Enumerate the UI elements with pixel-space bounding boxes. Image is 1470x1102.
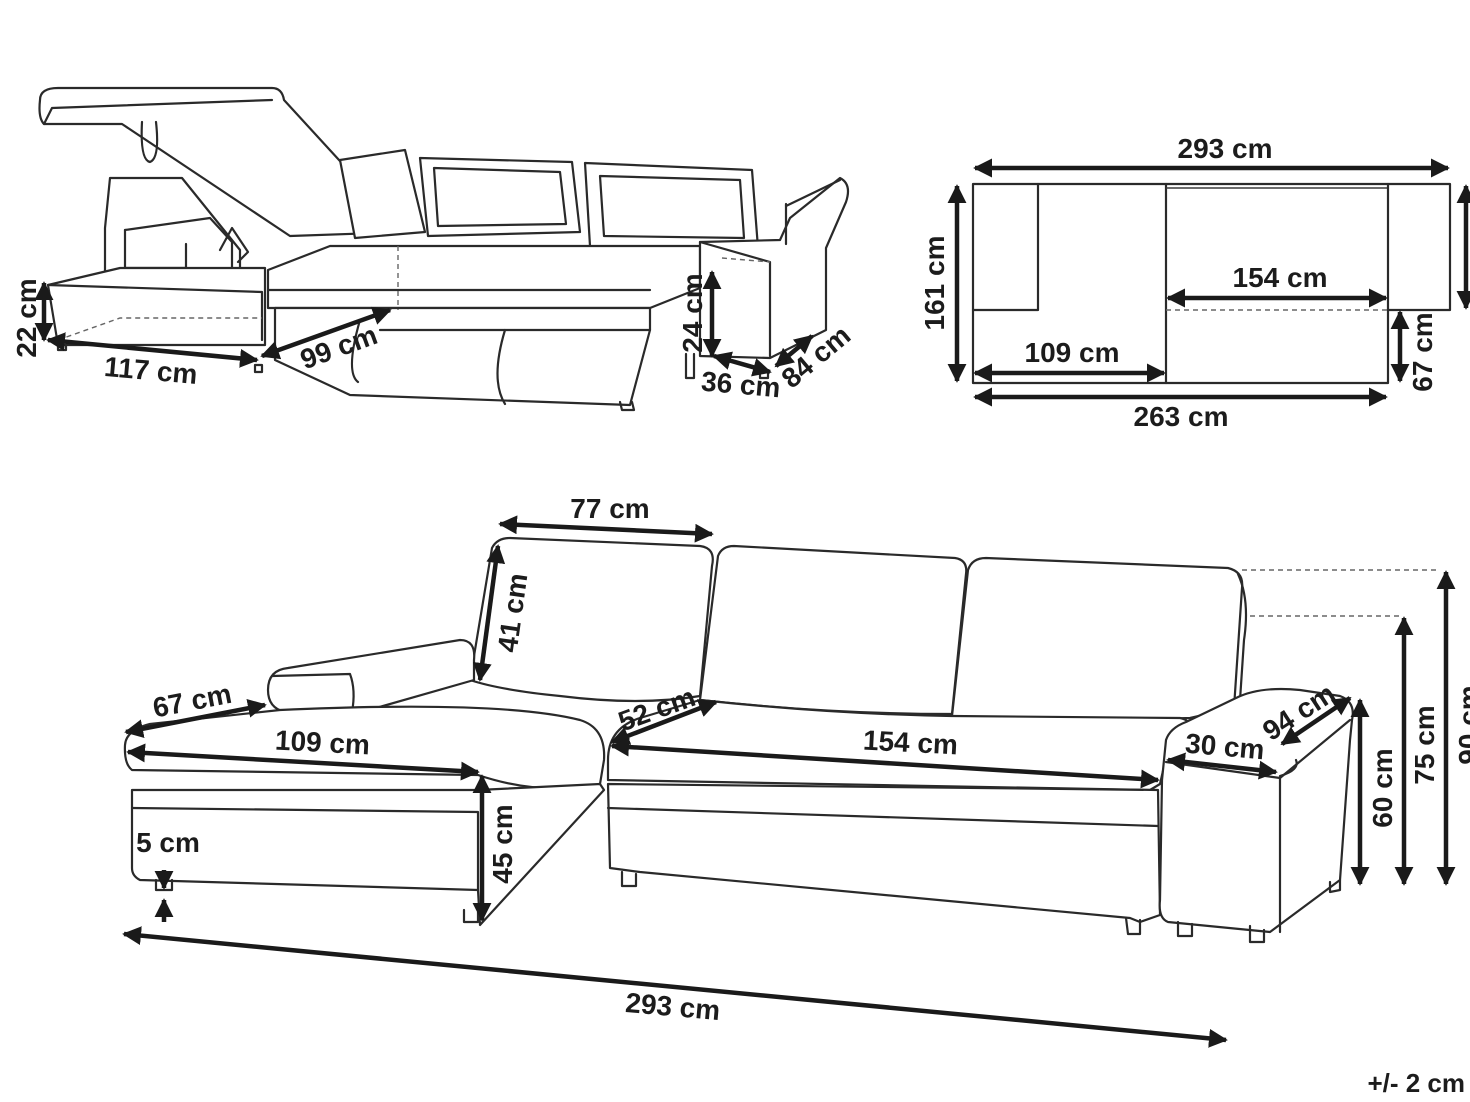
label-front-30: 30 cm (1184, 728, 1266, 766)
label-iso-36: 36 cm (700, 366, 782, 404)
tolerance-note: +/- 2 cm (1367, 1068, 1465, 1098)
label-top-293: 293 cm (1178, 133, 1273, 164)
dim-front-77 (498, 515, 714, 543)
dim-front-293 (122, 926, 1228, 1048)
label-top-67: 67 cm (1407, 312, 1438, 391)
dim-front-94 (1280, 696, 1352, 746)
front-view: 77 cm 41 cm 67 cm 109 cm 52 cm 154 cm 94… (122, 493, 1470, 1048)
dim-front-30 (1166, 752, 1278, 780)
dim-front-41 (472, 544, 506, 682)
top-view-dimensions: 293 cm 161 cm 154 cm 109 cm 67 cm 263 cm (919, 133, 1470, 432)
label-front-45: 45 cm (487, 804, 518, 883)
label-front-5: 5 cm (136, 827, 200, 858)
dim-front-67 (124, 698, 267, 739)
dim-iso-84 (774, 334, 814, 368)
label-top-154: 154 cm (1233, 262, 1328, 293)
label-front-77: 77 cm (570, 493, 649, 524)
label-front-293: 293 cm (624, 987, 721, 1026)
label-front-109: 109 cm (274, 725, 370, 761)
label-iso-117: 117 cm (103, 351, 199, 390)
dim-iso-99 (260, 306, 392, 360)
dim-iso-117 (46, 332, 259, 368)
top-view-drawing (971, 182, 1452, 385)
dim-front-52 (610, 699, 718, 745)
label-front-75: 75 cm (1409, 705, 1440, 784)
dim-iso-36 (712, 351, 772, 377)
iso-open-sofa-drawing (38, 86, 850, 412)
label-top-161: 161 cm (919, 236, 950, 331)
iso-open-view: 22 cm 117 cm 99 cm 24 cm 36 cm 84 cm (11, 86, 856, 412)
label-front-154: 154 cm (862, 725, 958, 761)
dim-front-154 (610, 737, 1160, 789)
label-iso-22: 22 cm (11, 278, 42, 357)
label-top-263: 263 cm (1134, 401, 1229, 432)
label-front-90: 90 cm (1453, 685, 1470, 764)
label-iso-24: 24 cm (677, 273, 708, 352)
label-top-109: 109 cm (1025, 337, 1120, 368)
top-view: 293 cm 161 cm 154 cm 109 cm 67 cm 263 cm (919, 133, 1470, 432)
label-front-60: 60 cm (1367, 748, 1398, 827)
dim-front-109 (126, 743, 480, 781)
